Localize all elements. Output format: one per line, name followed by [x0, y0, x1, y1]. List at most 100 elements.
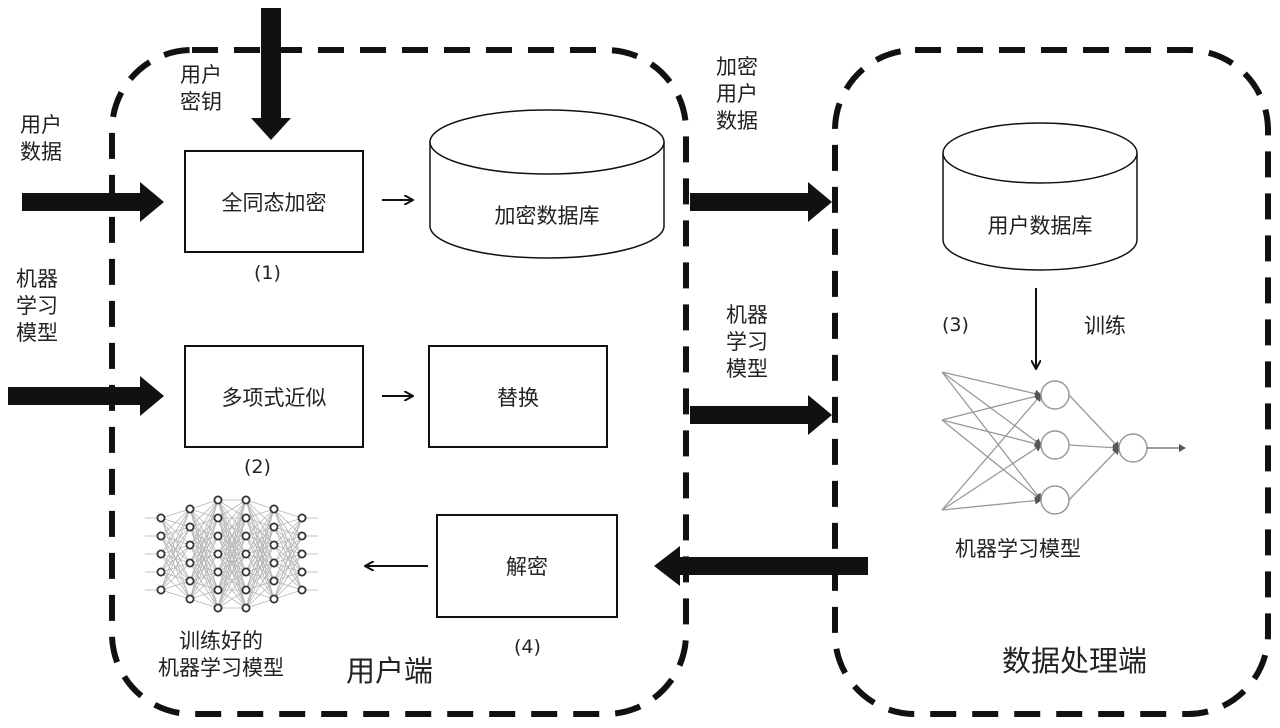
- net-edge: [245, 508, 275, 555]
- net-node: [241, 513, 251, 523]
- net-node: [1040, 485, 1070, 515]
- net-edge: [941, 371, 1042, 446]
- net-node: [213, 495, 223, 505]
- net-edge: [273, 517, 303, 546]
- net-node: [156, 549, 166, 559]
- user-data-label: 用户 数据: [20, 113, 62, 164]
- net-edge: [217, 517, 247, 609]
- net-node: [1040, 430, 1070, 460]
- decrypt-step-box: 解密: [436, 514, 618, 618]
- net-node: [297, 513, 307, 523]
- net-node: [156, 531, 166, 541]
- net-edge: [189, 499, 219, 582]
- net-node: [241, 567, 251, 577]
- net-edge: [245, 562, 275, 609]
- ml-model-caption: 机器学习模型: [955, 537, 1081, 561]
- net-node: [241, 585, 251, 595]
- net-edge: [160, 508, 191, 573]
- net-edge: [941, 394, 1042, 511]
- poly-approx-step-box: 多项式近似: [184, 345, 364, 448]
- net-edge: [189, 499, 219, 546]
- net-node: [185, 594, 195, 604]
- net-edge: [941, 392, 1042, 421]
- net-node: [213, 567, 223, 577]
- net-node: [185, 558, 195, 568]
- net-edge: [217, 589, 247, 609]
- net-edge: [273, 535, 303, 600]
- poly-approx-step-label: 多项式近似: [221, 385, 327, 410]
- net-edge: [160, 508, 191, 591]
- net-edge: [217, 499, 247, 537]
- net-node: [297, 585, 307, 595]
- net-edge: [217, 499, 247, 609]
- net-node: [156, 567, 166, 577]
- net-node: [269, 540, 279, 550]
- user-data-arrow: [22, 182, 164, 222]
- net-node: [1040, 380, 1070, 410]
- encrypted-db-label: 加密数据库: [494, 204, 600, 228]
- user-key-arrow: [251, 8, 291, 140]
- ml-model-input-label: 机器 学习 模型: [16, 267, 58, 345]
- net-node: [185, 522, 195, 532]
- net-node: [185, 576, 195, 586]
- fhe-step-box: 全同态加密: [184, 150, 364, 253]
- net-node: [213, 549, 223, 559]
- ml-model-transfer-label: 机器 学习 模型: [726, 303, 768, 381]
- ml-model-input-arrow: [8, 376, 164, 416]
- net-node: [269, 594, 279, 604]
- server-side-region: [832, 47, 1271, 717]
- user-side-title: 用户端: [346, 654, 434, 688]
- net-edge: [245, 508, 275, 573]
- net-edge: [189, 517, 219, 600]
- net-edge: [245, 526, 275, 609]
- net-node: [241, 531, 251, 541]
- net-node: [269, 576, 279, 586]
- net-edge: [941, 496, 1042, 511]
- net-edge: [217, 499, 247, 573]
- user-database-icon: [942, 122, 1138, 271]
- net-edge: [273, 517, 303, 582]
- net-edge: [217, 571, 247, 609]
- net-node: [213, 513, 223, 523]
- net-edge: [273, 517, 303, 564]
- net-edge: [217, 499, 247, 519]
- step-3-number: (3): [942, 314, 969, 336]
- net-edge: [160, 580, 191, 591]
- server-side-title: 数据处理端: [1002, 644, 1148, 678]
- net-edge: [245, 508, 275, 609]
- net-edge: [273, 571, 303, 600]
- replace-step-box: 替换: [428, 345, 608, 448]
- net-edge: [245, 598, 275, 609]
- net-node: [269, 522, 279, 532]
- net-node: [156, 585, 166, 595]
- net-edge: [160, 589, 191, 600]
- net-node: [269, 558, 279, 568]
- net-edge: [245, 508, 275, 537]
- net-edge: [273, 517, 303, 528]
- user-key-label: 用户 密钥: [180, 63, 222, 114]
- net-edge: [1068, 394, 1120, 449]
- net-edge: [217, 499, 247, 591]
- net-edge: [941, 419, 1042, 448]
- net-node: [241, 549, 251, 559]
- net-node: [185, 540, 195, 550]
- net-node: [269, 504, 279, 514]
- net-edge: [941, 371, 1042, 501]
- net-edge: [245, 580, 275, 609]
- replace-step-label: 替换: [497, 385, 539, 410]
- net-edge: [273, 589, 303, 600]
- net-edge: [189, 499, 219, 600]
- net-edge: [1068, 447, 1120, 501]
- net-edge: [217, 499, 247, 555]
- net-node: [213, 531, 223, 541]
- net-edge: [189, 571, 219, 600]
- net-edge: [941, 419, 1042, 501]
- decrypt-step-label: 解密: [506, 555, 548, 579]
- net-edge: [160, 508, 191, 555]
- encrypted-data-transfer-arrow: [690, 182, 832, 222]
- net-edge: [160, 544, 191, 591]
- net-node: [241, 603, 251, 613]
- net-edge: [160, 526, 191, 591]
- net-edge: [189, 589, 219, 600]
